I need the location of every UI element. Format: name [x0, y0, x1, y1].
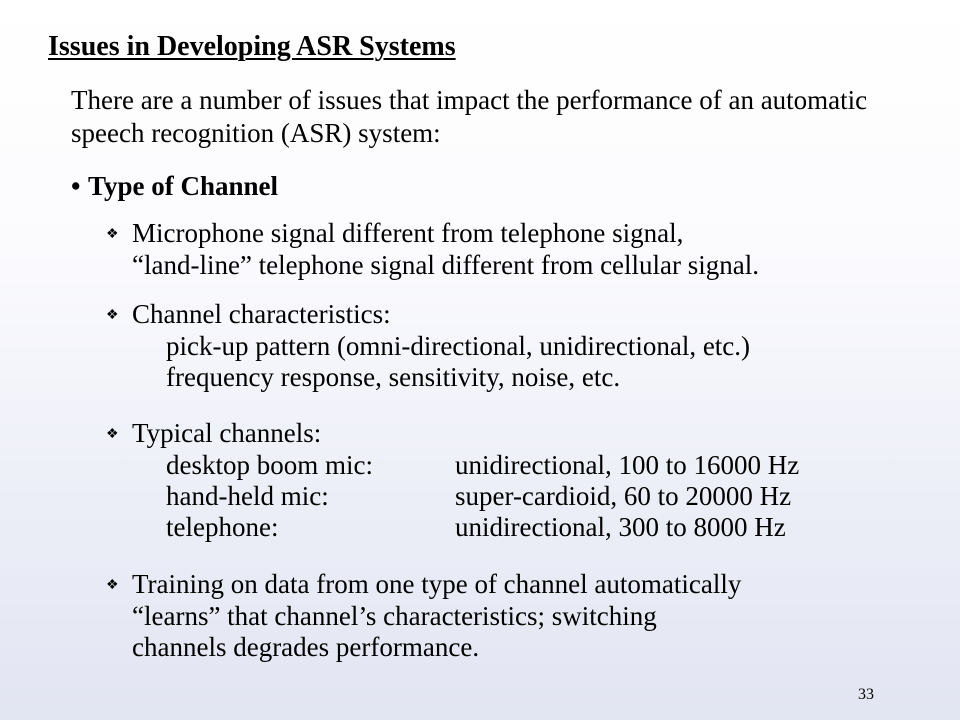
channel-name: desktop boom mic:	[166, 450, 373, 480]
item-line: channels degrades performance.	[132, 632, 480, 662]
channel-name: hand-held mic:	[166, 481, 329, 511]
item-line: ❖ Microphone signal different from teleph…	[106, 218, 759, 250]
channel-row: hand-held mic: super-cardioid, 60 to 2000…	[106, 481, 799, 512]
channel-spec: unidirectional, 100 to 16000 Hz	[455, 450, 800, 480]
channel-spec: unidirectional, 300 to 8000 Hz	[455, 512, 786, 542]
channel-name: telephone:	[166, 512, 279, 542]
section-heading: •Type of Channel	[71, 168, 278, 204]
bullet-item-training: ❖ Training on data from one type of chann…	[106, 569, 741, 663]
item-line: “land-line” telephone signal different f…	[132, 250, 760, 280]
bullet-item-typical-channels: ❖ Typical channels: desktop boom mic: unid…	[106, 418, 799, 543]
item-line: ❖ Training on data from one type of chann…	[106, 569, 741, 601]
bullet-item-channel-characteristics: ❖ Channel characteristics: pick-up patter…	[106, 299, 750, 393]
slide-title: Issues in Developing ASR Systems	[48, 31, 456, 62]
item-text: Microphone signal different from telepho…	[132, 218, 684, 248]
diamond-bullet-icon: ❖	[106, 578, 119, 593]
item-text: Typical channels:	[132, 418, 322, 448]
channel-row: telephone: unidirectional, 300 to 8000 Hz	[106, 512, 799, 543]
section-heading-text: Type of Channel	[88, 171, 279, 201]
item-line: “learns” that channel’s characteristics;…	[132, 601, 657, 631]
item-text: Channel characteristics:	[132, 299, 391, 329]
item-line: ❖ Typical channels:	[106, 418, 799, 450]
sub-line: pick-up pattern (omni-directional, unidi…	[166, 331, 751, 361]
diamond-bullet-icon: ❖	[106, 427, 119, 442]
item-line: ❖ Channel characteristics:	[106, 299, 750, 331]
round-bullet-icon: •	[71, 171, 81, 201]
intro-paragraph: There are a number of issues that impact…	[71, 85, 868, 148]
channel-row: desktop boom mic: unidirectional, 100 to …	[106, 450, 799, 481]
channel-spec: super-cardioid, 60 to 20000 Hz	[455, 481, 792, 511]
bullet-item-microphone-vs-telephone: ❖ Microphone signal different from teleph…	[106, 218, 759, 281]
sub-line: frequency response, sensitivity, noise, …	[166, 362, 621, 392]
diamond-bullet-icon: ❖	[106, 308, 119, 323]
page-number: 33	[858, 686, 874, 703]
item-text: Training on data from one type of channe…	[132, 569, 742, 599]
diamond-bullet-icon: ❖	[106, 227, 119, 242]
